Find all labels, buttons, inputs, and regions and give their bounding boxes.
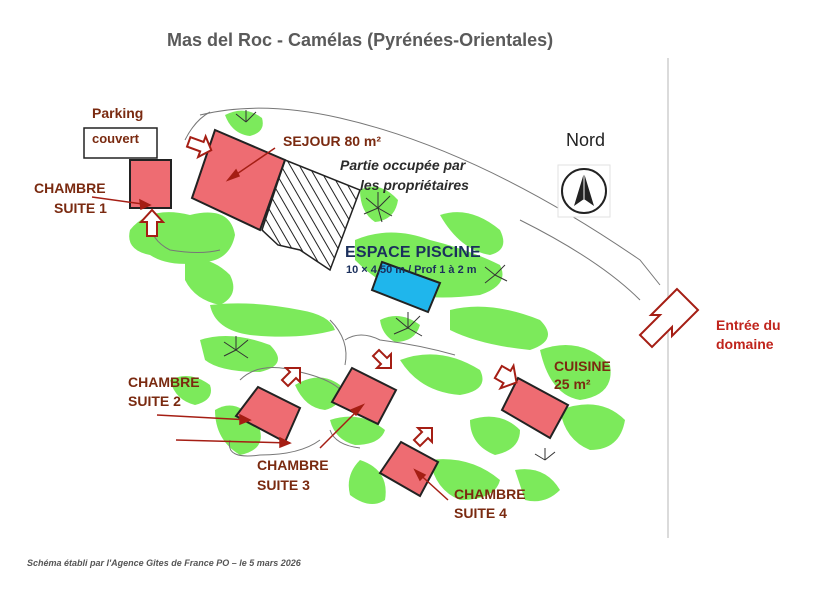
owners-label-line2: les propriétaires — [360, 177, 469, 193]
chambre4-label-line1: CHAMBRE — [454, 486, 526, 502]
north-arrow-icon — [557, 164, 611, 218]
chambre1-label-line2: SUITE 1 — [54, 200, 107, 216]
arrow-chambre2-icon — [280, 367, 301, 388]
vegetation — [129, 110, 625, 504]
cuisine-label-line2: 25 m² — [554, 376, 591, 392]
building-cuisine — [500, 376, 570, 440]
sejour-label: SEJOUR 80 m² — [283, 133, 382, 149]
owners-area — [261, 159, 361, 272]
arrow-chambre3-icon — [371, 348, 392, 369]
arrow-chambre4-icon — [412, 427, 433, 448]
compass-label: Nord — [566, 130, 606, 150]
building-sejour — [190, 128, 287, 232]
buildings — [129, 128, 570, 498]
parking-label-line2: couvert — [92, 131, 139, 146]
entrance-arrows — [138, 133, 700, 448]
entree-label-line1: Entrée du — [716, 317, 781, 333]
page-title: Mas del Roc - Camélas (Pyrénées-Oriental… — [167, 30, 554, 50]
owners-label-line1: Partie occupée par — [340, 157, 466, 173]
chambre2-label-line1: CHAMBRE — [128, 374, 200, 390]
pool-dimensions: 10 × 4,50 m / Prof 1 à 2 m — [346, 264, 477, 276]
pool-label: ESPACE PISCINE — [345, 244, 481, 261]
chambre2-label-line2: SUITE 2 — [128, 393, 181, 409]
cuisine-label-line1: CUISINE — [554, 358, 611, 374]
building-chambre-suite-4 — [378, 440, 440, 498]
chambre3-label-line1: CHAMBRE — [257, 457, 329, 473]
chambre3-label-line2: SUITE 3 — [257, 477, 310, 493]
arrow-sejour-icon — [185, 133, 213, 160]
arrow-cuisine-icon — [493, 362, 518, 391]
building-chambre-suite-1 — [129, 159, 172, 209]
building-chambre-suite-3 — [330, 366, 398, 426]
arrow-chambre1-icon — [138, 208, 166, 237]
arrow-entree-icon — [638, 287, 700, 349]
entree-label-line2: domaine — [716, 336, 774, 352]
chambre1-label-line1: CHAMBRE — [34, 180, 106, 196]
chambre4-label-line2: SUITE 4 — [454, 505, 507, 521]
parking-box — [83, 127, 158, 159]
leader-lines — [91, 147, 449, 501]
parking-label-line1: Parking — [92, 105, 144, 121]
footer-credit: Schéma établi par l'Agence Gîtes de Fran… — [27, 558, 301, 568]
palm-plants — [223, 110, 556, 461]
pool — [370, 260, 442, 314]
